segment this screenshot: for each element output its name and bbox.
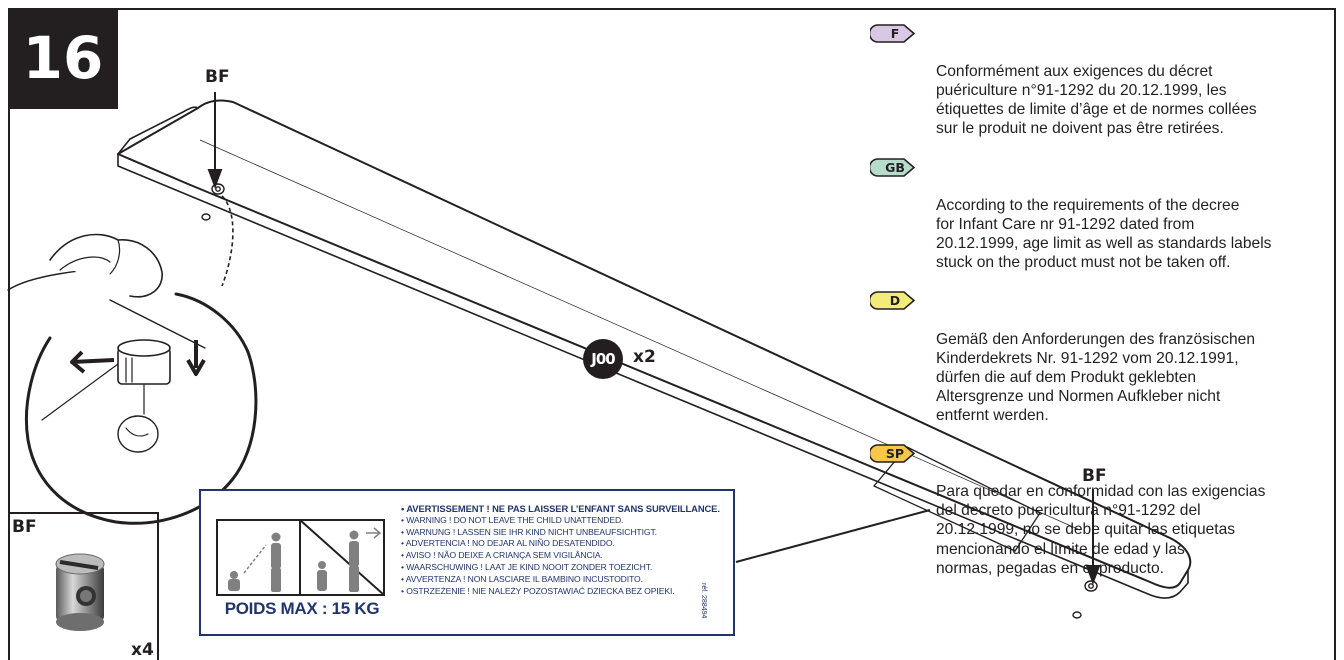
warning-line: • OSTRZEŻENIE ! NIE NALEŻY POZOSTAWIAĆ D… <box>401 585 675 596</box>
part-quantity: x2 <box>633 347 656 367</box>
flag-shape-icon <box>870 444 916 463</box>
note-text-de: Gemäß den Anforderungen des französische… <box>936 330 1256 424</box>
lang-flag-de: D <box>870 291 916 311</box>
barrel-nut-icon <box>55 553 105 631</box>
inset-quantity: x4 <box>131 640 154 660</box>
note-text-fr: Conformément aux exigences du décret pué… <box>936 63 1257 138</box>
rail-top-edge <box>117 106 199 155</box>
hole-top-side <box>201 213 211 221</box>
rail-board <box>117 99 1192 589</box>
lang-flag-sp: SP <box>870 444 916 463</box>
warning-label: POIDS MAX : 15 KG • AVERTISSEMENT ! NE P… <box>199 489 735 636</box>
inset-title: BF <box>12 517 37 537</box>
note-text-sp: Para quedar en conformidad con las exige… <box>936 483 1266 577</box>
warning-line: • WARNUNG ! LASSEN SIE IHR KIND NICHT UN… <box>401 526 657 537</box>
page-frame <box>8 8 1336 660</box>
fitting-inset: BF x4 <box>8 512 159 660</box>
note-sp: SP Para quedar en conformidad con las ex… <box>870 444 1330 597</box>
warning-line: • WARNING ! DO NOT LEAVE THE CHILD UNATT… <box>401 514 624 525</box>
rail-inner-edge <box>199 139 1081 531</box>
rail-bottom-edge <box>117 154 1189 599</box>
note-de: D Gemäß den Anforderungen des französisc… <box>870 291 1330 444</box>
note-gb: GB According to the requirements of the … <box>870 157 1330 292</box>
part-code-badge: J00 <box>583 339 623 379</box>
warning-line: • ADVERTENCIA ! NO DEJAR AL NIÑO DESATEN… <box>401 538 615 549</box>
flag-shape-icon <box>870 157 916 177</box>
note-fr: F Conformément aux exigences du décret p… <box>870 24 1330 158</box>
detail-circle <box>7 233 258 525</box>
max-weight-text: POIDS MAX : 15 KG <box>224 599 380 618</box>
step-number: 16 <box>8 8 118 109</box>
hole-bottom-side <box>1072 611 1082 619</box>
label-reference: réf. 288494 <box>700 583 707 619</box>
unattended-child-pictogram-icon <box>216 519 385 596</box>
label-leader-line <box>735 509 931 563</box>
warning-text-list: • AVERTISSEMENT ! NE PAS LAISSER L’ENFAN… <box>401 503 731 597</box>
lang-flag-fr: F <box>870 24 916 43</box>
note-text-gb: According to the requirements of the dec… <box>936 196 1272 272</box>
fitting-label-top: BF <box>205 67 230 87</box>
warning-line: • AVERTISSEMENT ! NE PAS LAISSER L’ENFAN… <box>401 503 720 514</box>
hole-bottom <box>1084 580 1098 592</box>
warning-line: • AVVERTENZA ! NON LASCIARE IL BAMBINO I… <box>401 573 643 584</box>
fitting-label-right: BF <box>1082 466 1107 486</box>
flag-shape-icon <box>870 291 916 311</box>
warning-line: • AVISO ! NÃO DEIXE A CRIANÇA SEM VIGILÂ… <box>401 550 603 561</box>
warning-line: • WAARSCHUWING ! LAAT JE KIND NOOIT ZOND… <box>401 561 653 572</box>
lang-flag-gb: GB <box>870 157 916 177</box>
regulation-notes: F Conformément aux exigences du décret p… <box>870 24 1330 597</box>
flag-shape-icon <box>870 24 916 43</box>
label-placement-outline <box>872 446 1041 552</box>
